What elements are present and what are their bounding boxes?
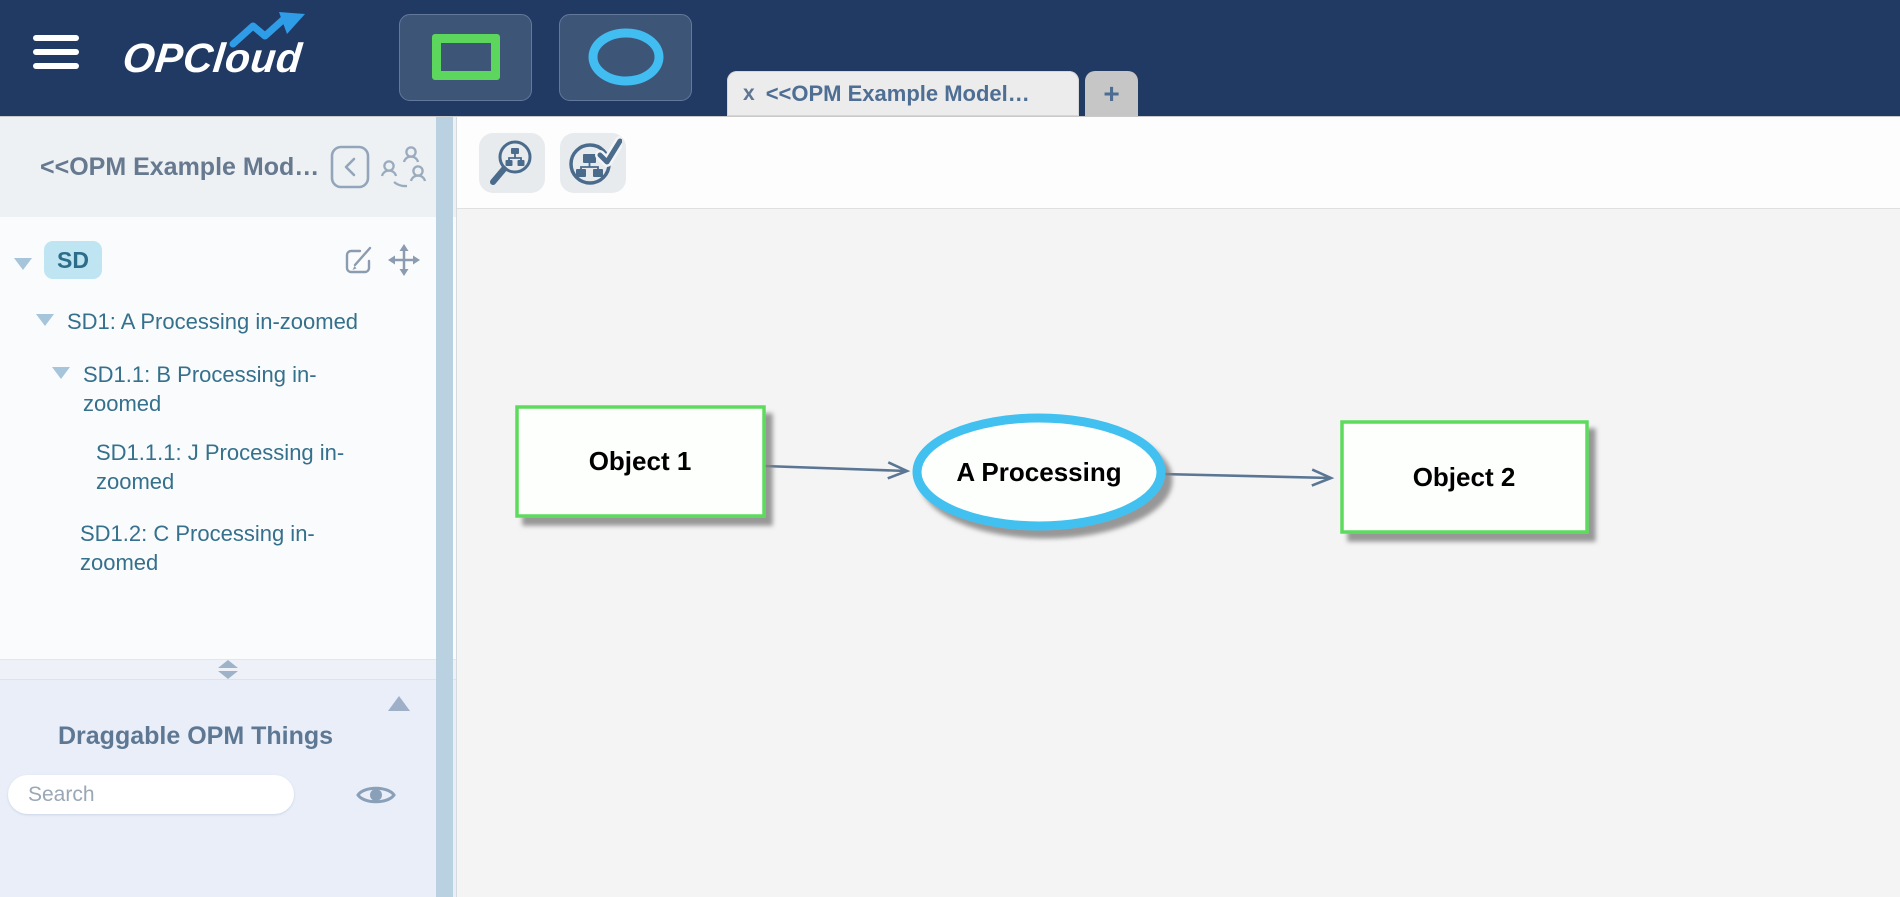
canvas-toolbar [457,117,1900,209]
hamburger-menu-icon[interactable] [33,35,79,69]
eye-icon[interactable] [356,783,396,807]
tree-item-sd1[interactable]: SD1: A Processing in-zoomed [0,307,456,336]
expand-triangle-icon[interactable] [14,257,32,270]
object1-label: Object 1 [589,446,692,476]
add-process-button[interactable] [559,13,692,101]
validate-diagram-icon [569,135,622,185]
search-diagram-button[interactable] [479,132,545,193]
sidebar-scrollbar[interactable] [436,117,453,897]
object2-node[interactable]: Object 2 [1340,420,1589,534]
panel-resize-handle[interactable] [0,659,456,681]
expand-triangle-icon[interactable] [52,367,70,380]
processA-label: A Processing [956,457,1121,487]
expand-triangle-icon[interactable] [36,314,54,327]
navbar: OPCloud x <<OPM Example Model… + [0,0,1900,116]
tree-item-sd1-2[interactable]: SD1.2: C Processing in-zoomed [0,519,456,577]
resize-arrows-icon [218,660,238,680]
model-tab[interactable]: x <<OPM Example Model… [727,71,1079,116]
sidebar: <<OPM Example Mod… [0,116,456,897]
opm-diagram: Object 1 A Processing Object 2 [515,405,1589,534]
collapse-sidebar-icon[interactable] [330,145,370,189]
link-processA-to-object2[interactable] [1160,468,1335,487]
tree-item-sd-label[interactable]: SD [44,241,102,280]
tree-item-sd1-2-label[interactable]: SD1.2: C Processing in-zoomed [80,520,315,575]
model-title: <<OPM Example Mod… [40,152,320,181]
move-icon[interactable] [388,244,420,277]
validate-diagram-button[interactable] [560,132,626,193]
opcloud-logo: OPCloud [121,12,333,84]
sidebar-header: <<OPM Example Mod… [0,117,456,217]
object-rectangle-icon [431,34,500,80]
edit-icon[interactable] [342,244,374,276]
search-diagram-icon [490,140,532,185]
tab-close-icon[interactable]: x [743,82,755,105]
tree-item-sd1-1-1[interactable]: SD1.1.1: J Processing in-zoomed [0,438,456,496]
navbar-left: OPCloud [0,0,692,104]
tree-item-sd1-1-label[interactable]: SD1.1: B Processing in-zoomed [83,362,317,417]
draggable-things-panel: Draggable OPM Things [0,680,456,897]
diagram-tree: SD [0,217,456,659]
tree-item-sd1-1-1-label[interactable]: SD1.1.1: J Processing in-zoomed [96,440,345,495]
search-input[interactable] [8,775,294,815]
tree-item-sd1-label[interactable]: SD1: A Processing in-zoomed [67,309,359,335]
collaborators-icon[interactable] [380,144,428,190]
collapse-panel-icon[interactable] [388,696,410,712]
process-ellipse-icon [588,28,663,86]
new-tab-button[interactable]: + [1085,71,1138,116]
tree-item-sd[interactable]: SD [0,241,456,280]
diagram-canvas[interactable]: Object 1 A Processing Object 2 [456,116,1900,897]
link-object1-to-processA[interactable] [763,461,911,480]
panel-title: Draggable OPM Things [58,722,334,751]
tree-item-sd1-1[interactable]: SD1.1: B Processing in-zoomed [0,360,456,418]
object1-node[interactable]: Object 1 [515,405,766,518]
object2-label: Object 2 [1413,462,1516,492]
tab-title: <<OPM Example Model… [765,80,1030,106]
logo-arrow-icon [229,12,305,48]
add-object-button[interactable] [399,13,532,101]
processA-node[interactable]: A Processing [912,413,1166,531]
